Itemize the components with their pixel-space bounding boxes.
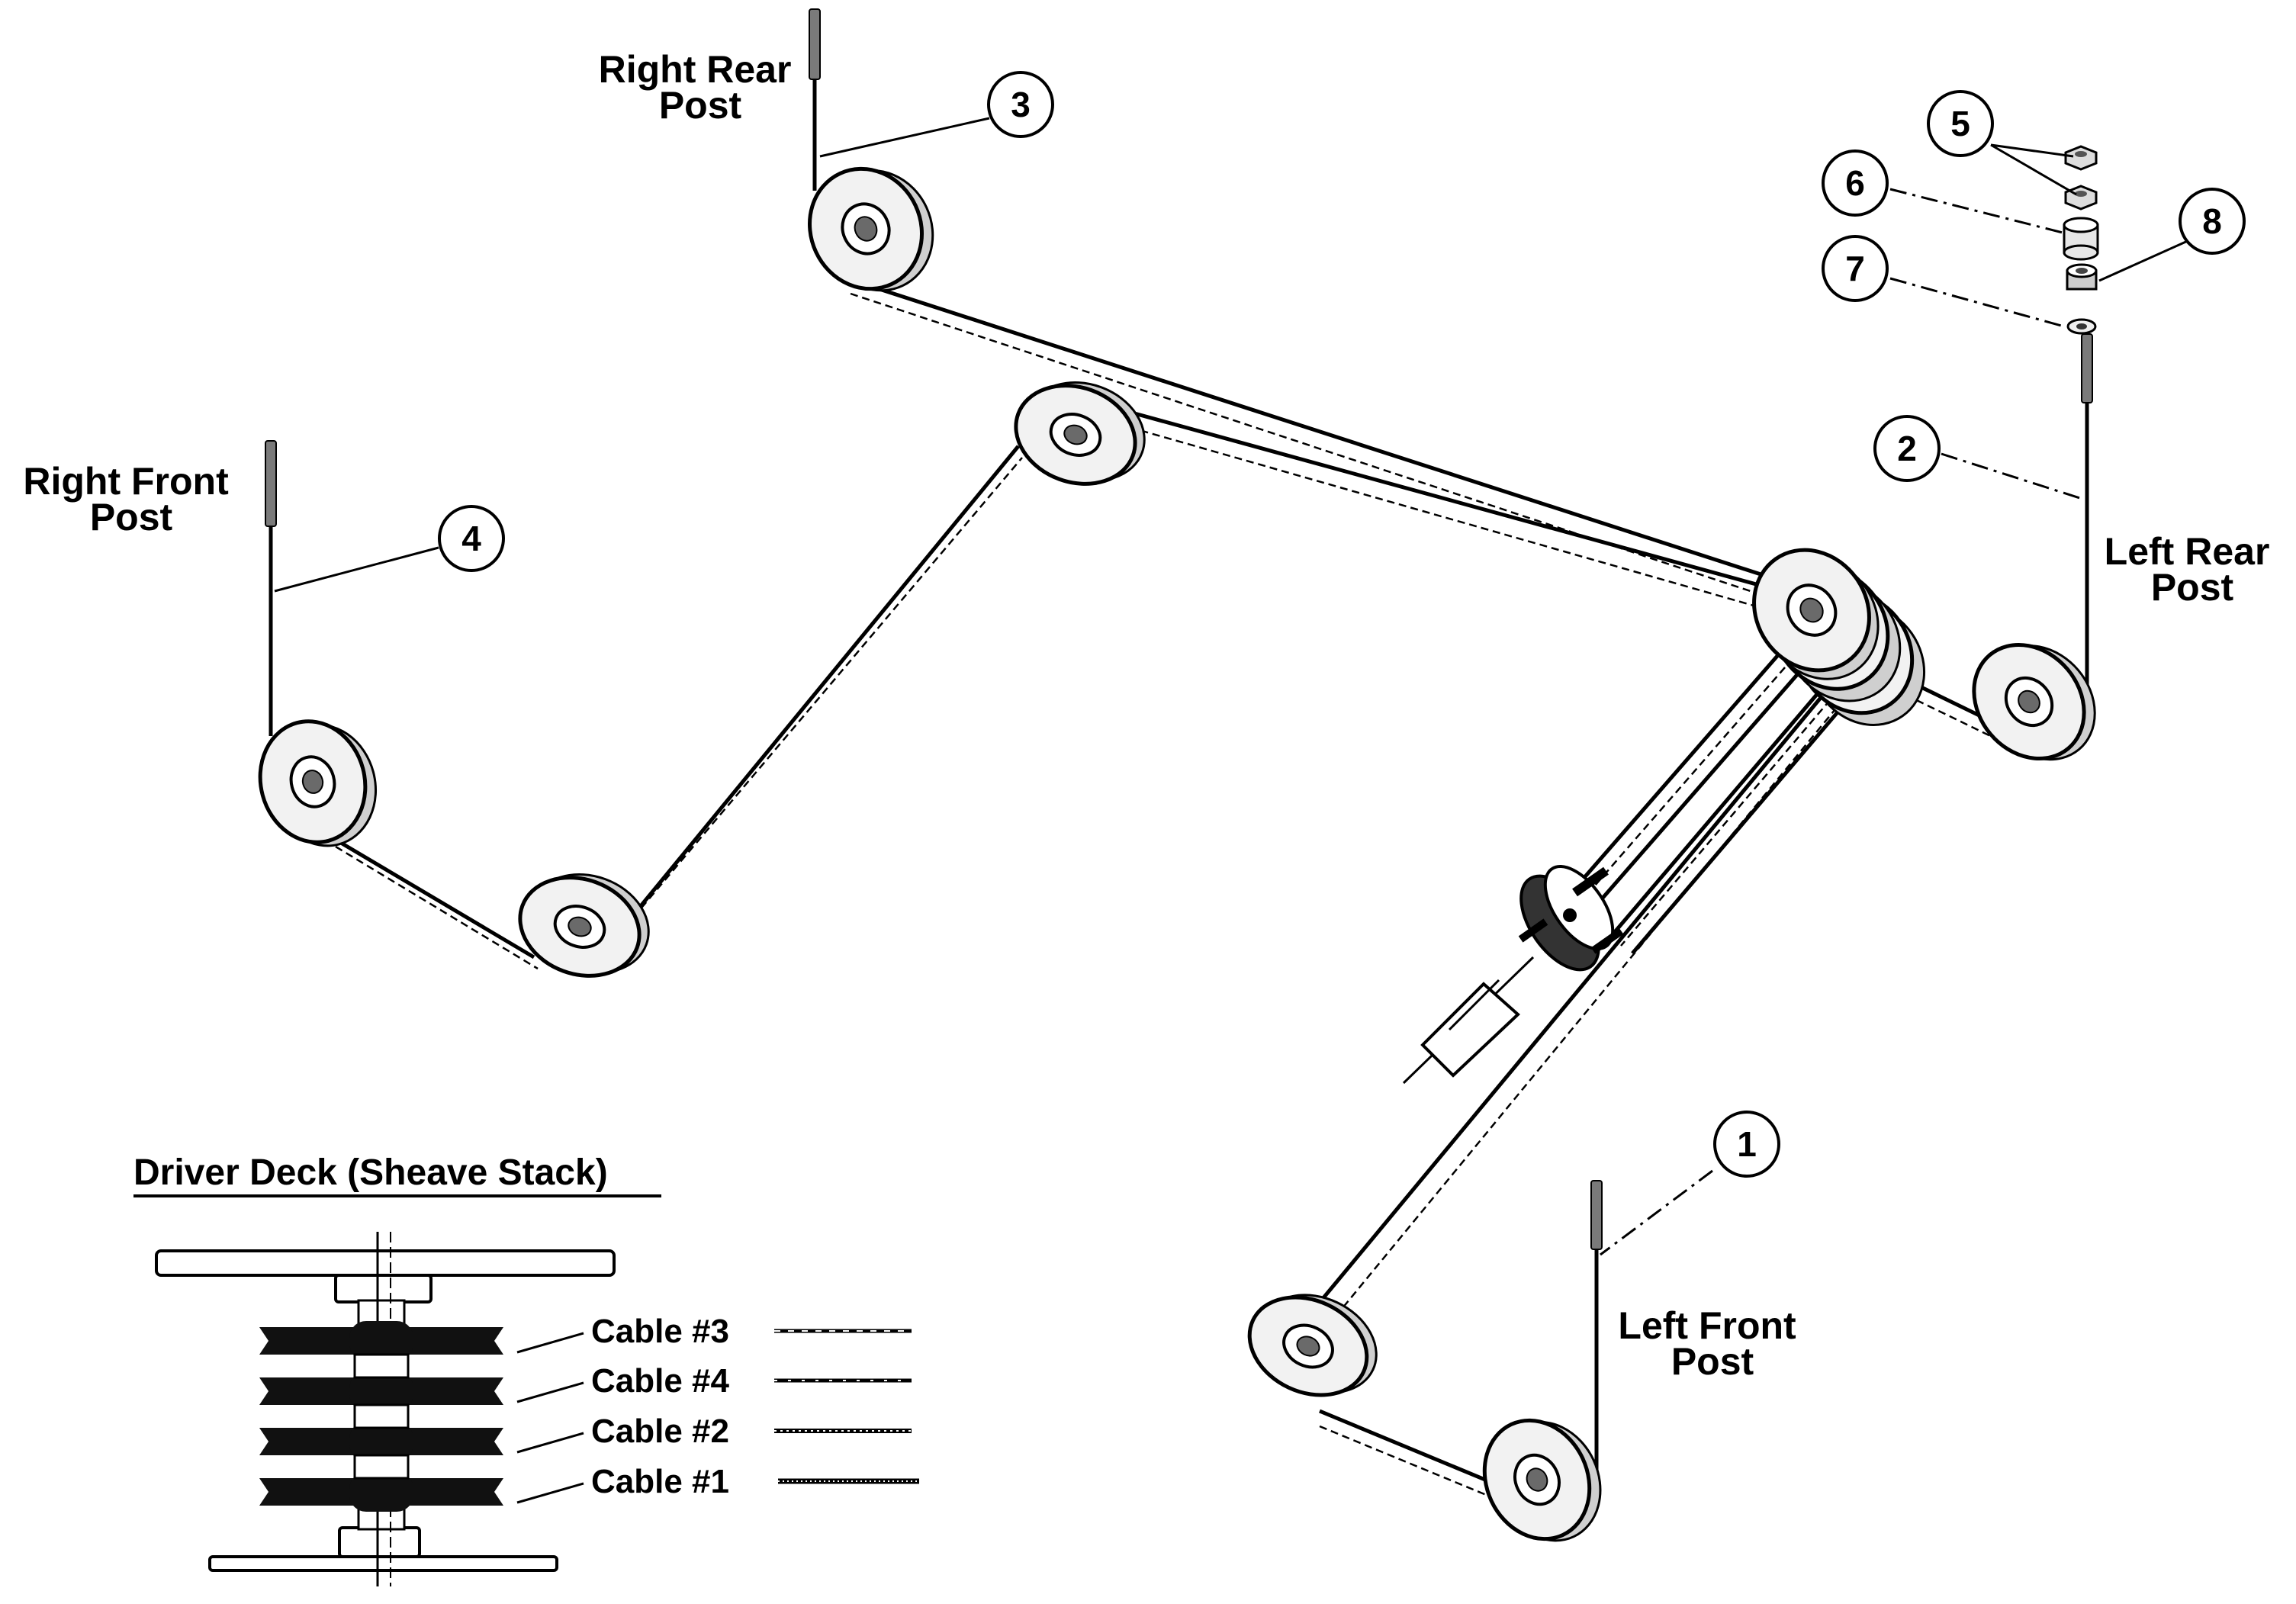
callout-1: 1 <box>1713 1111 1780 1178</box>
posts <box>265 8 2093 1250</box>
hex-nut-lower <box>2064 185 2098 211</box>
actuator-cylinder <box>1420 982 1520 1078</box>
sleeve-6 <box>2063 217 2099 261</box>
svg-text:2: 2 <box>1897 429 1917 468</box>
cable-3 <box>812 76 1778 582</box>
inset-cable-samples <box>774 1329 919 1484</box>
callout-2: 2 <box>1873 415 1941 482</box>
svg-text:3: 3 <box>1011 85 1031 124</box>
callout-6: 6 <box>1822 149 1889 217</box>
driver-deck-inset: Driver Deck (Sheave Stack) <box>133 1152 919 1586</box>
inset-title: Driver Deck (Sheave Stack) <box>133 1152 608 1193</box>
svg-text:1: 1 <box>1737 1124 1757 1164</box>
bushing-8 <box>2066 263 2098 291</box>
callout-5: 5 <box>1927 90 1994 157</box>
callout-7: 7 <box>1822 235 1889 302</box>
callouts: 1 2 3 4 5 6 7 8 <box>438 71 2246 1178</box>
cables <box>269 76 2089 1508</box>
inset-cable-2-label: Cable #2 <box>591 1413 729 1450</box>
actuator-assembly <box>1402 864 1624 1085</box>
label-left-front-post: Left Front Post <box>1618 1304 1806 1383</box>
label-right-front-post: Right Front Post <box>23 460 239 538</box>
pulley-right-front <box>258 719 378 847</box>
svg-text:6: 6 <box>1845 163 1865 203</box>
svg-text:5: 5 <box>1950 104 1970 143</box>
svg-text:4: 4 <box>461 519 481 558</box>
post-labels: Right Rear Post Right Front Post Left Re… <box>23 48 2281 1383</box>
callout-4: 4 <box>438 505 505 572</box>
washer-7 <box>2066 318 2097 335</box>
inset-sheave-1 <box>259 1321 503 1361</box>
inset-cable-4-label: Cable #4 <box>591 1362 730 1400</box>
pulley-center-top <box>1014 381 1146 486</box>
pulleys <box>258 166 2096 1542</box>
inset-cable-1-label: Cable #1 <box>591 1463 729 1500</box>
right-rear-post-rod <box>809 8 821 80</box>
hex-nut-upper <box>2064 145 2098 171</box>
label-right-rear-post: Right Rear Post <box>599 48 802 127</box>
left-rear-post-rod <box>2081 333 2093 403</box>
inset-cable-3-label: Cable #3 <box>591 1313 729 1350</box>
callout-3: 3 <box>987 71 1054 138</box>
pulley-right-front-lower <box>518 873 650 978</box>
cable-4 <box>269 410 1782 960</box>
pulley-left-front-lower <box>1482 1418 1602 1542</box>
leader-lines <box>274 117 2190 1256</box>
sheave-stack-center <box>1752 548 1926 726</box>
label-left-rear-post: Left Rear Post <box>2105 530 2281 609</box>
inset-sheave-2 <box>259 1371 503 1411</box>
inset-sheave-3 <box>259 1422 503 1461</box>
pulley-right-rear <box>808 166 934 292</box>
pulley-left-front-upper <box>1247 1294 1378 1397</box>
left-front-post-rod <box>1590 1180 1603 1250</box>
inset-sheave-4 <box>259 1472 503 1512</box>
right-front-post-rod <box>265 440 277 527</box>
svg-text:7: 7 <box>1845 249 1865 288</box>
hardware-stack <box>2063 145 2099 335</box>
svg-text:8: 8 <box>2202 201 2222 241</box>
callout-8: 8 <box>2179 188 2246 255</box>
pulley-left-rear <box>1972 642 2096 761</box>
